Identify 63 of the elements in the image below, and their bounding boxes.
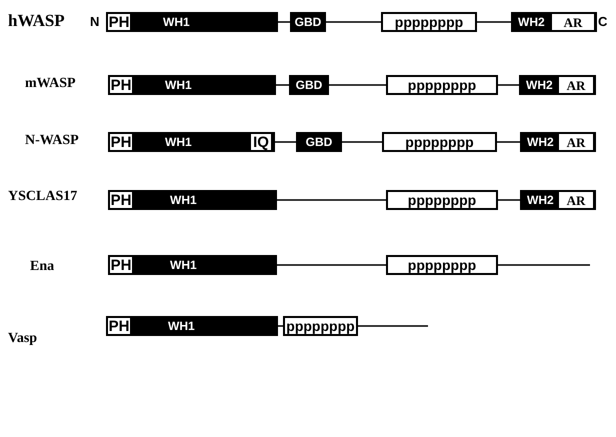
domain-bar <box>106 12 278 32</box>
domain-label: WH1 <box>170 194 197 206</box>
domain-box: pppppppp <box>381 12 477 32</box>
domain-box: AR <box>552 14 594 30</box>
backbone-line <box>278 21 290 23</box>
domain-bar <box>108 190 277 210</box>
domain-bar <box>108 255 277 275</box>
domain-box: pppppppp <box>386 75 498 95</box>
backbone-line <box>276 84 289 86</box>
domain-box: PH <box>108 190 134 210</box>
terminus-label: C <box>598 15 608 28</box>
protein-name: YSCLAS17 <box>8 190 78 204</box>
backbone-line <box>326 21 381 23</box>
domain-label: WH2 <box>526 79 553 91</box>
backbone-line <box>278 325 283 327</box>
domain-box: PH <box>106 12 132 32</box>
backbone-line <box>477 21 511 23</box>
domain-box: GBD <box>296 132 342 152</box>
domain-box: pppppppp <box>283 316 358 336</box>
protein-name: mWASP <box>25 77 76 91</box>
domain-box: pppppppp <box>386 190 498 210</box>
domain-label: WH2 <box>527 136 554 148</box>
domain-bar <box>511 12 597 32</box>
backbone-line <box>358 325 428 327</box>
domain-box: GBD <box>289 75 329 95</box>
domain-box: PH <box>108 75 134 95</box>
domain-label: WH2 <box>518 16 545 28</box>
domain-label: WH1 <box>170 259 197 271</box>
domain-label: WH1 <box>165 79 192 91</box>
domain-bar <box>520 132 596 152</box>
backbone-line <box>277 199 386 201</box>
backbone-line <box>277 264 386 266</box>
domain-box: AR <box>559 134 593 150</box>
backbone-line <box>275 141 296 143</box>
protein-name: N-WASP <box>25 134 79 148</box>
domain-box: IQ <box>249 132 273 152</box>
protein-name: Vasp <box>8 332 38 346</box>
domain-box: pppppppp <box>382 132 497 152</box>
protein-name: Ena <box>30 260 54 274</box>
domain-label: WH2 <box>527 194 554 206</box>
backbone-line <box>498 84 519 86</box>
domain-label: WH1 <box>165 136 192 148</box>
domain-box: PH <box>106 316 132 336</box>
domain-box: AR <box>559 192 593 208</box>
backbone-line <box>497 141 520 143</box>
domain-box: GBD <box>290 12 326 32</box>
backbone-line <box>329 84 386 86</box>
domain-box: pppppppp <box>386 255 498 275</box>
domain-label: WH1 <box>163 16 190 28</box>
terminus-label: N <box>90 15 100 28</box>
protein-name: hWASP <box>8 12 65 29</box>
backbone-line <box>342 141 382 143</box>
domain-box: PH <box>108 132 134 152</box>
backbone-line <box>498 199 520 201</box>
domain-bar <box>108 75 276 95</box>
domain-box: AR <box>559 77 593 93</box>
domain-bar <box>106 316 278 336</box>
domain-bar <box>519 75 596 95</box>
domain-box: PH <box>108 255 134 275</box>
domain-bar <box>108 132 275 152</box>
domain-bar <box>520 190 596 210</box>
domain-label: WH1 <box>168 320 195 332</box>
backbone-line <box>498 264 590 266</box>
